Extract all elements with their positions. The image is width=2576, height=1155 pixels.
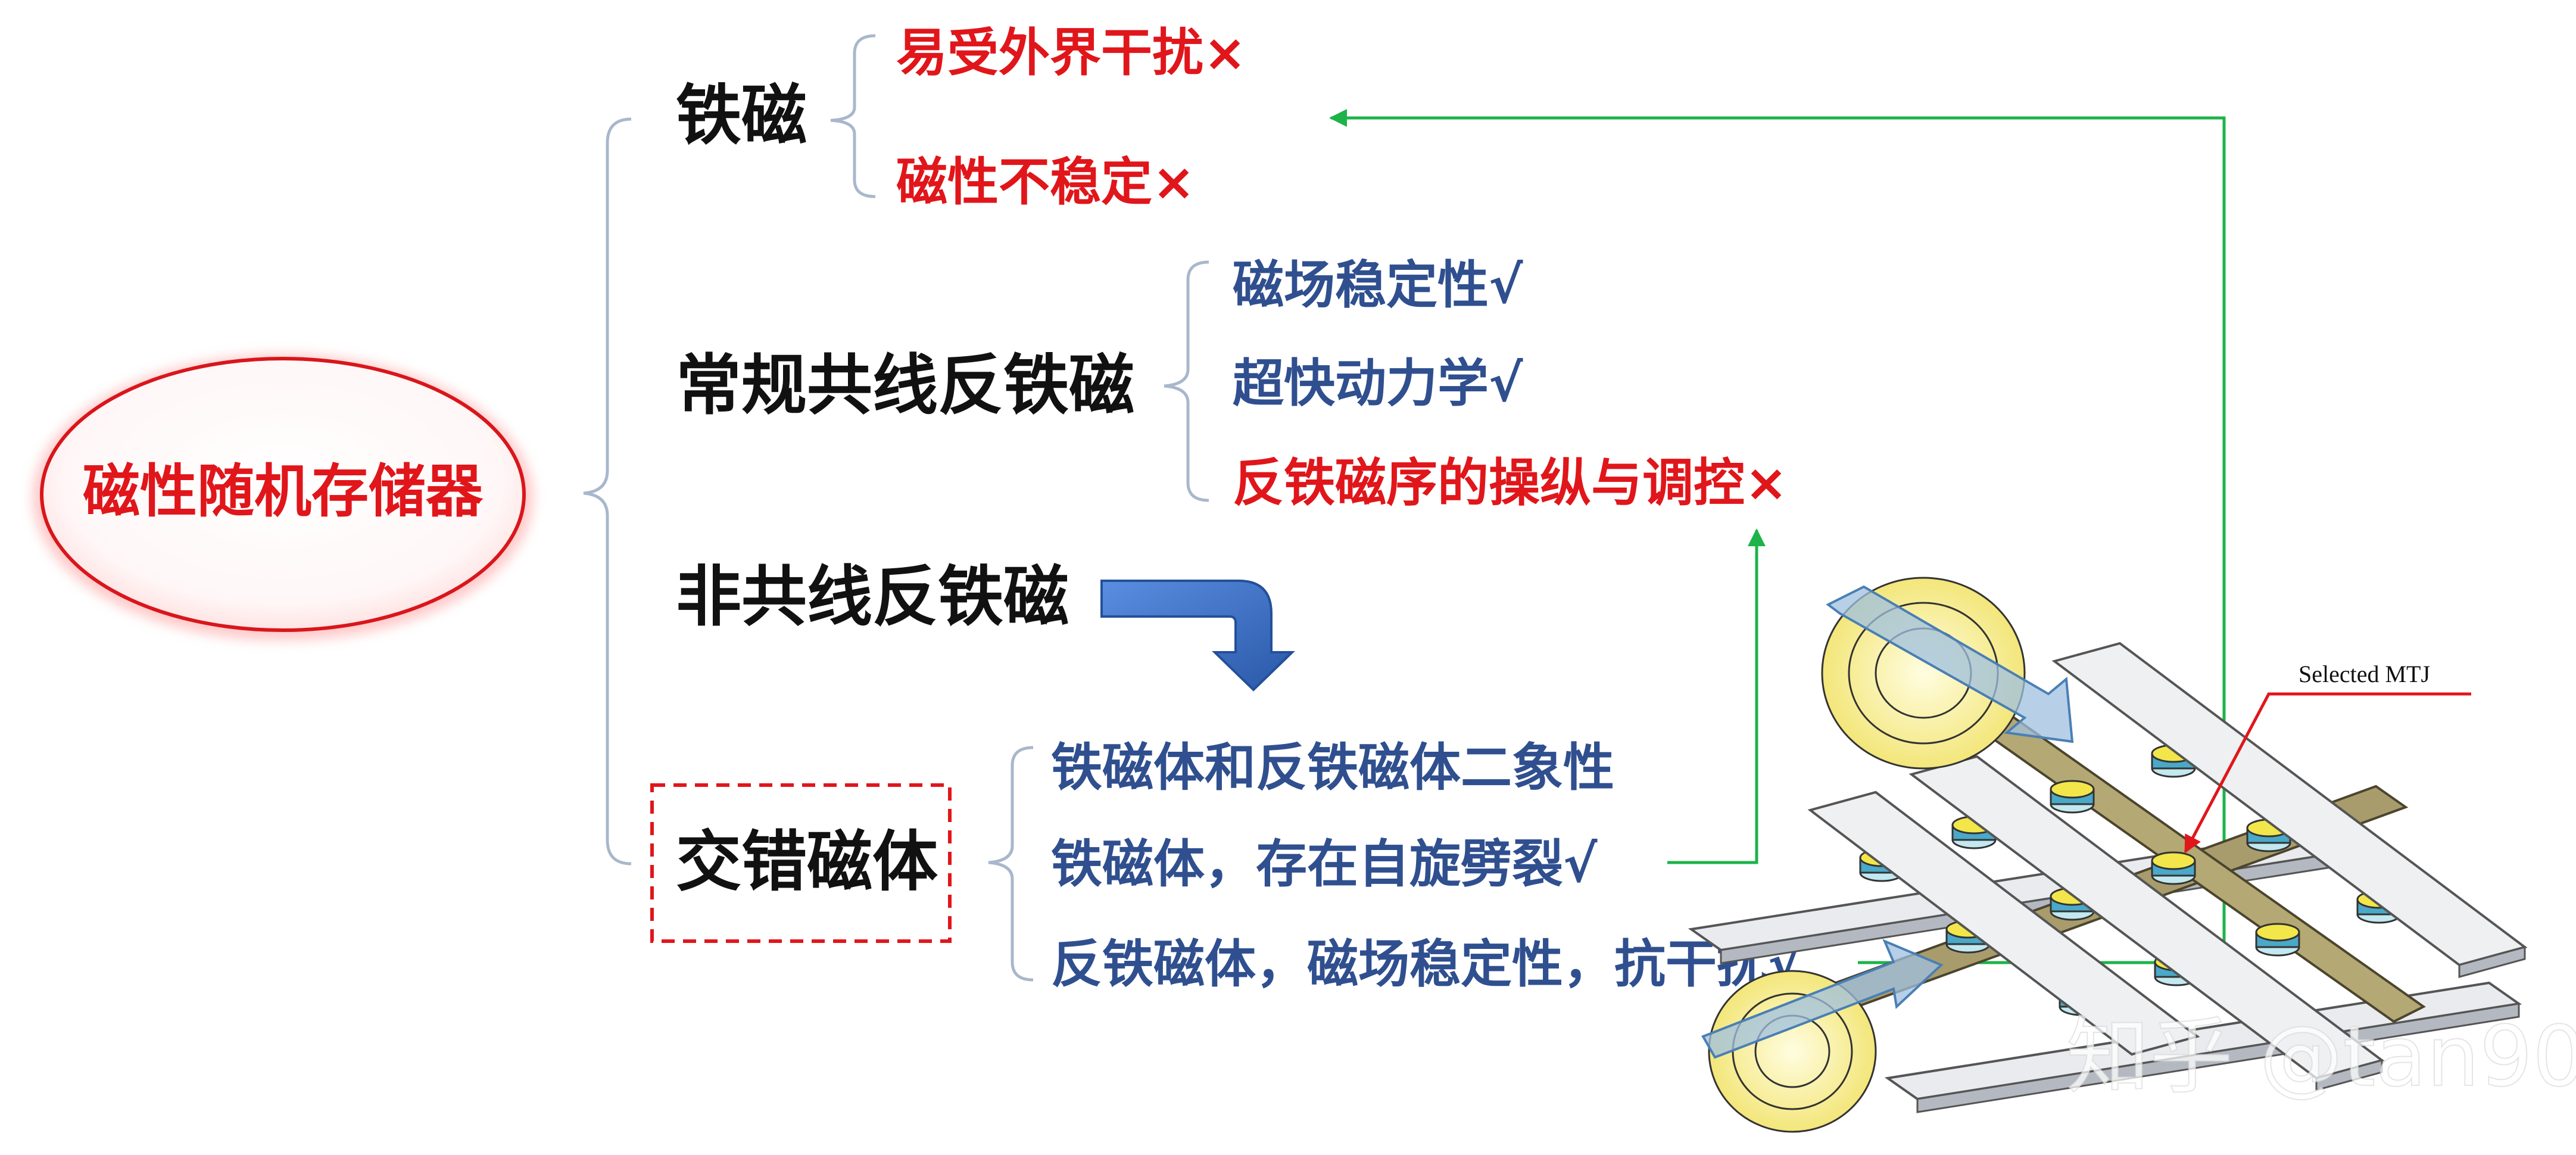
branch-label: 常规共线反铁磁 [676, 347, 1134, 424]
callout-label: Selected MTJ [2299, 661, 2430, 687]
branch-label: 非共线反铁磁 [676, 559, 1069, 635]
mram-illustration: Selected MTJ [1688, 577, 2528, 1133]
branch-collinear-afm: 常规共线反铁磁 磁场稳定性√ 超快动力学√ 反铁磁序的操纵与调控× [676, 256, 1788, 513]
callout-leader [2184, 692, 2471, 854]
branch-brace [1164, 260, 1209, 502]
leaf-item: 易受外界干扰× [896, 23, 1246, 83]
watermark: 知乎 @tan90 [2066, 1008, 2576, 1106]
leaf-item: 超快动力学√ [1233, 354, 1523, 413]
leaf-item: 铁磁体，存在自旋劈裂√ [1051, 835, 1598, 894]
connector-arrow [1667, 528, 1766, 864]
current-arrow-icon [1826, 585, 2074, 743]
leaf-item: 铁磁体和反铁磁体二象性 [1051, 738, 1614, 798]
leaf-item: 反铁磁序的操纵与调控× [1233, 453, 1788, 513]
root-node: 磁性随机存储器 [33, 354, 533, 640]
branch-brace [830, 34, 876, 198]
leaf-item: 反铁磁体，磁场稳定性，抗干扰√ [1051, 935, 1802, 994]
current-arrow-icon [1701, 939, 1944, 1059]
branch-noncollinear-afm: 非共线反铁磁 [676, 559, 1295, 692]
highlight-box [650, 783, 952, 943]
root-label: 磁性随机存储器 [83, 458, 484, 525]
branch-brace [988, 746, 1034, 982]
main-brace [583, 117, 632, 866]
branch-label: 交错磁体 [676, 824, 938, 900]
leaf-item: 磁场稳定性√ [1233, 256, 1523, 315]
leaf-item: 磁性不稳定× [896, 152, 1195, 212]
branch-label: 铁磁 [676, 77, 807, 154]
branch-ferromagnet: 铁磁 易受外界干扰× 磁性不稳定× [676, 23, 1246, 212]
branch-altermagnet: 交错磁体 铁磁体和反铁磁体二象性 铁磁体，存在自旋劈裂√ 反铁磁体，磁场稳定性，… [650, 738, 1802, 994]
bend-arrow-icon [1100, 580, 1295, 692]
